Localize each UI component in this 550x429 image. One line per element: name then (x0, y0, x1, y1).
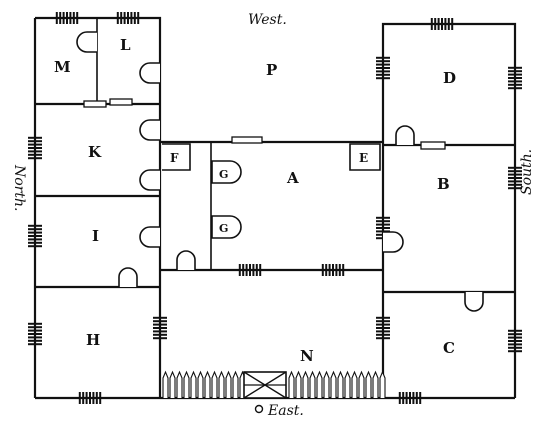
door-icon[interactable] (395, 125, 415, 145)
window-hatch (55, 12, 79, 24)
window-hatch (508, 166, 522, 190)
window-hatch (78, 392, 102, 404)
fence-picket (190, 370, 197, 398)
window-hatch (28, 224, 42, 248)
window-hatch (116, 12, 140, 24)
windows (28, 12, 522, 404)
door-icon[interactable] (76, 31, 97, 53)
room-label-a: A (286, 169, 299, 187)
fence-picket (323, 370, 330, 398)
door-icon[interactable] (139, 119, 160, 141)
door-bars (83, 98, 446, 150)
window-hatch (28, 136, 42, 160)
compass-east: East. (267, 403, 304, 419)
fence-picket (330, 370, 337, 398)
window-hatch (508, 329, 522, 353)
fence-picket (288, 370, 295, 398)
room-label-h: H (86, 331, 100, 349)
niche-g-lower (211, 215, 242, 239)
room-label-k: K (88, 143, 102, 161)
fence-picket (351, 370, 358, 398)
fence-picket (302, 370, 309, 398)
room-label-f: F (170, 151, 179, 165)
window-hatch (508, 66, 522, 90)
door-icon[interactable] (139, 62, 160, 84)
compass-north: North. (11, 164, 27, 211)
room-label-c: C (443, 339, 455, 357)
room-label-e: E (359, 151, 368, 165)
fence-picket (309, 370, 316, 398)
room-label-g-upper: G (219, 168, 228, 181)
compass-south: South. (519, 149, 535, 195)
window-hatch (398, 392, 422, 404)
gate[interactable] (243, 371, 287, 399)
palisade-fence (162, 370, 386, 398)
room-label-b: B (437, 175, 450, 193)
window-hatch (376, 56, 390, 80)
window-hatch (28, 322, 42, 346)
fence-picket (162, 370, 169, 398)
fence-picket (372, 370, 379, 398)
room-label-g-lower: G (219, 222, 228, 235)
fence-picket (358, 370, 365, 398)
room-label-p: P (266, 61, 277, 79)
fence-picket (176, 370, 183, 398)
room-label-l: L (120, 36, 131, 54)
doors[interactable] (76, 31, 484, 312)
window-hatch (238, 264, 262, 276)
door-icon[interactable] (383, 231, 404, 253)
fence-picket (316, 370, 323, 398)
window-hatch (153, 316, 167, 340)
door-icon[interactable] (464, 292, 484, 312)
room-label-n: N (300, 347, 314, 365)
door-icon[interactable] (139, 226, 160, 248)
fence-picket (197, 370, 204, 398)
compass-west: West. (248, 12, 287, 28)
niche-g-upper (211, 160, 242, 184)
room-label-m: M (54, 58, 71, 76)
fence-picket (295, 370, 302, 398)
fence-picket (211, 370, 218, 398)
fence-picket (218, 370, 225, 398)
fence-picket (365, 370, 372, 398)
fence-picket (183, 370, 190, 398)
fence-picket (344, 370, 351, 398)
fence-picket (225, 370, 232, 398)
fence-picket (337, 370, 344, 398)
room-label-i: I (92, 227, 99, 245)
fence-picket (232, 370, 239, 398)
room-label-d: D (443, 69, 456, 87)
door-icon[interactable] (118, 267, 138, 287)
window-hatch (430, 18, 454, 30)
window-hatch (321, 264, 345, 276)
gate-marker-icon (254, 404, 264, 414)
door-icon[interactable] (139, 169, 160, 191)
fence-picket (169, 370, 176, 398)
fence-picket (379, 370, 386, 398)
door-icon[interactable] (176, 250, 196, 270)
fence-picket (204, 370, 211, 398)
window-hatch (376, 316, 390, 340)
